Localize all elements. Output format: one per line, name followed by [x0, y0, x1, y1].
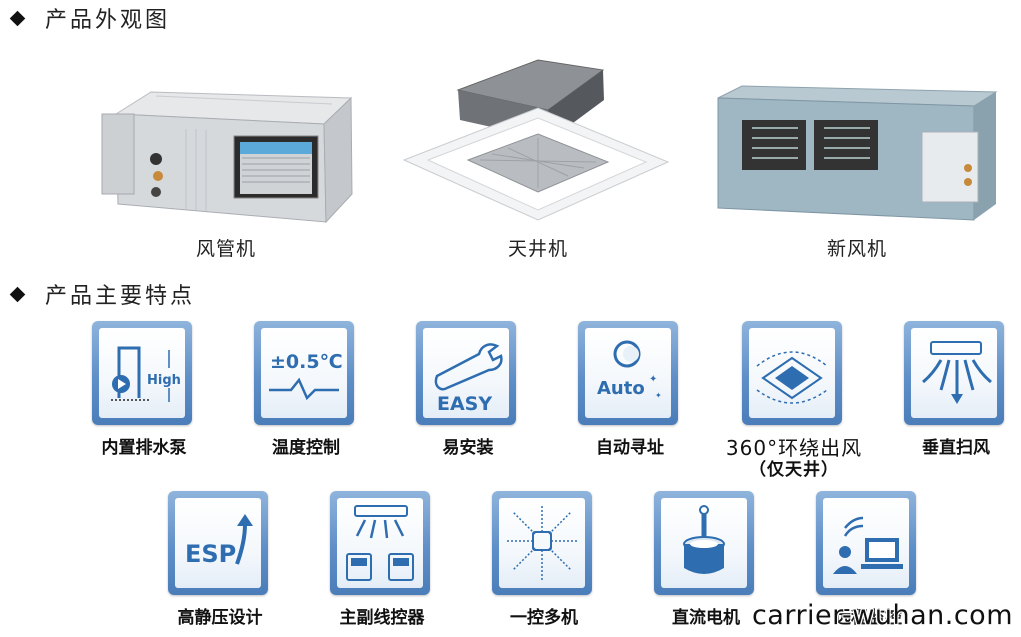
esp-icon: ESP — [185, 514, 253, 568]
section-title-text: 产品外观图 — [45, 8, 171, 33]
diamond-bullet-icon — [9, 286, 26, 302]
product-fresh-air-unit: 新风机 — [712, 84, 1002, 264]
product-ducted-unit: 风管机 — [96, 84, 356, 264]
section-title-appearance: 产品外观图 — [8, 2, 170, 34]
feature-label: 易安装 — [442, 438, 494, 458]
feature-label: 360°环绕出风 （仅天井） — [714, 437, 874, 481]
product-caption: 风管机 — [195, 238, 256, 260]
feature-label: 高静压设计 — [177, 608, 263, 628]
feature-label: 直流电机 — [672, 608, 740, 628]
product-caption: 新风机 — [826, 238, 887, 260]
svg-text:Auto: Auto — [597, 378, 645, 399]
auto-addressing-icon: Auto ✦ ✦ — [597, 340, 662, 400]
dc-motor-icon — [683, 505, 725, 574]
cassette-unit-image — [402, 59, 670, 221]
svg-text:✦: ✦ — [649, 374, 657, 385]
feature-label: 自动寻址 — [596, 438, 664, 458]
cassette-airflow-icon — [756, 351, 828, 404]
vertical-swing-icon — [922, 341, 992, 404]
feature-label: 内置排水泵 — [101, 438, 187, 458]
feature-label: 垂直扫风 — [922, 438, 990, 458]
dual-controller-icon — [346, 505, 414, 581]
wrench-icon: EASY — [434, 343, 503, 415]
drain-pump-icon: High — [111, 346, 181, 402]
feature-label: 温度控制 — [272, 438, 340, 458]
section-title-features: 产品主要特点 — [8, 278, 195, 310]
product-caption: 天井机 — [507, 238, 568, 260]
watermark-text: carrier-wuhan.com — [751, 600, 1013, 631]
diamond-bullet-icon — [9, 10, 26, 26]
feature-sublabel: （仅天井） — [749, 460, 839, 480]
svg-text:High: High — [147, 373, 181, 388]
feature-label: 远程监控 — [834, 608, 902, 628]
product-cassette-unit: 天井机 — [398, 50, 678, 260]
fresh-air-unit-image — [717, 85, 998, 221]
remote-monitor-icon — [833, 516, 903, 574]
one-to-many-icon — [505, 504, 579, 580]
ducted-unit-image — [101, 91, 353, 224]
svg-text:EASY: EASY — [437, 393, 492, 415]
svg-text:±0.5℃: ±0.5℃ — [270, 351, 343, 373]
temperature-control-icon: ±0.5℃ — [269, 351, 343, 401]
svg-text:✦: ✦ — [655, 391, 662, 400]
feature-label: 主副线控器 — [339, 608, 425, 628]
svg-text:ESP: ESP — [185, 540, 236, 568]
section-title-text: 产品主要特点 — [45, 284, 196, 309]
feature-label: 一控多机 — [510, 608, 578, 628]
